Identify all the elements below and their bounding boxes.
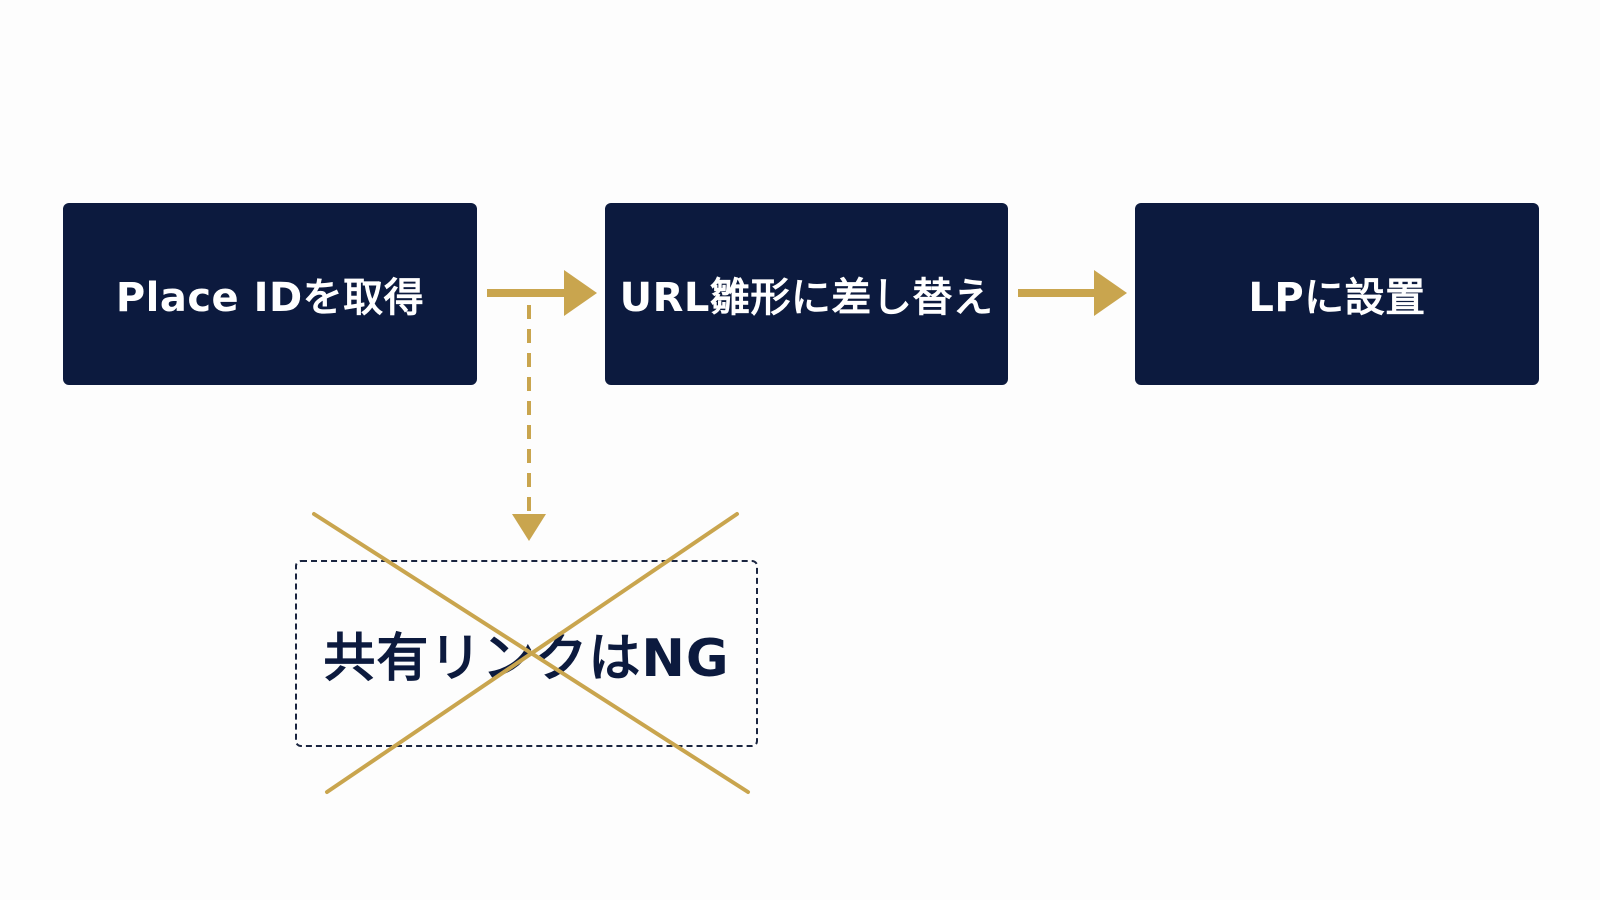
ng-box-shared-link: 共有リンクはNG xyxy=(295,560,758,747)
step-label-replace-url-template: URL雛形に差し替え xyxy=(619,275,994,321)
arrow-head-step2-to-step3 xyxy=(1094,270,1127,316)
step-box-get-place-id: Place IDを取得 xyxy=(63,203,477,385)
step-box-replace-url-template: URL雛形に差し替え xyxy=(605,203,1008,385)
step-label-place-on-lp: LPに設置 xyxy=(1248,275,1426,321)
step-box-place-on-lp: LPに設置 xyxy=(1135,203,1539,385)
step-label-get-place-id: Place IDを取得 xyxy=(115,275,425,321)
arrow-head-step1-to-step2 xyxy=(564,270,597,316)
ng-label-shared-link: 共有リンクはNG xyxy=(323,629,730,689)
dashed-arrow-head-step1-to-ng xyxy=(512,514,546,541)
